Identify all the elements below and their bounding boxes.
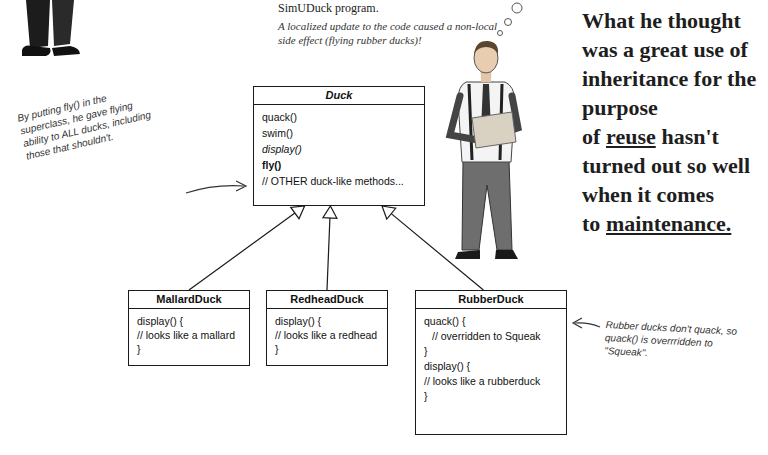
inheritance-arrow — [323, 206, 337, 290]
shoe — [455, 250, 480, 259]
member-line: display() { — [129, 314, 249, 328]
hollow-arrowhead — [291, 206, 305, 219]
trouser-leg — [52, 0, 74, 46]
headline-text: reuse — [606, 124, 656, 149]
hollow-arrowhead — [382, 206, 396, 219]
leader-arrow — [573, 318, 600, 328]
thought-bubbles — [498, 3, 523, 36]
leader-arrow — [186, 181, 246, 193]
member-line: display() { — [416, 359, 566, 374]
class-box: MallardDuck display() {// looks like a ma… — [128, 290, 250, 366]
member-line: } — [416, 389, 566, 404]
member-line: swim() — [254, 125, 424, 141]
bubble — [498, 31, 503, 36]
member-line: } — [129, 342, 249, 356]
member-line: display() { — [267, 314, 387, 328]
leader-line — [186, 186, 244, 193]
member-line: display() — [254, 141, 424, 157]
bubble — [505, 19, 512, 26]
member-line: // looks like a mallard — [129, 328, 249, 342]
shoe — [22, 46, 51, 57]
connector-line — [327, 218, 330, 290]
class-name: RubberDuck — [416, 291, 566, 309]
class-box: RedheadDuck display() {// looks like a re… — [266, 290, 388, 366]
class-name: MallardDuck — [129, 291, 249, 309]
headline-text: maintenance. — [606, 211, 731, 236]
inheritance-arrow — [382, 206, 483, 290]
member-line: fly() — [254, 157, 424, 173]
member-line: // looks like a redhead — [267, 328, 387, 342]
man-figure — [450, 41, 518, 259]
annotation: SimUDuck program. — [278, 1, 528, 16]
shoe — [52, 46, 80, 56]
shoe — [495, 250, 518, 259]
connector-line — [391, 214, 483, 290]
arrow-head — [573, 318, 582, 328]
class-name: Duck — [254, 87, 424, 105]
shirt — [458, 82, 515, 162]
annotation: Rubber ducks don't quack, so quack() is … — [604, 318, 756, 365]
arrow-head — [236, 181, 246, 191]
headline-note: What he thought was a great use of inher… — [582, 6, 766, 238]
class-box: Duck quack()swim()display()fly()// OTHER … — [253, 86, 425, 206]
hair — [474, 41, 498, 54]
member-line: // OTHER duck-like methods... — [254, 173, 424, 189]
trouser-leg — [26, 0, 50, 48]
member-line: } — [416, 344, 566, 359]
suspender — [469, 84, 472, 160]
annotation: A localized update to the code caused a … — [278, 19, 510, 47]
bubble — [512, 3, 522, 13]
class-name: RedheadDuck — [267, 291, 387, 309]
member-line: // overridden to Squeak — [416, 329, 566, 344]
connector-line — [189, 213, 295, 290]
figure-legs — [22, 0, 80, 56]
class-box: RubberDuck quack() {// overridden to Sque… — [415, 290, 567, 435]
member-line: // looks like a rubberduck — [416, 374, 566, 389]
member-line: } — [267, 342, 387, 356]
member-line: quack() { — [416, 314, 566, 329]
paper — [472, 112, 516, 148]
hollow-arrowhead — [323, 206, 337, 218]
inheritance-arrow — [189, 206, 305, 290]
annotation: By putting fly() in the superclass, he g… — [16, 82, 156, 162]
member-line: quack() — [254, 109, 424, 125]
trousers — [462, 160, 512, 250]
